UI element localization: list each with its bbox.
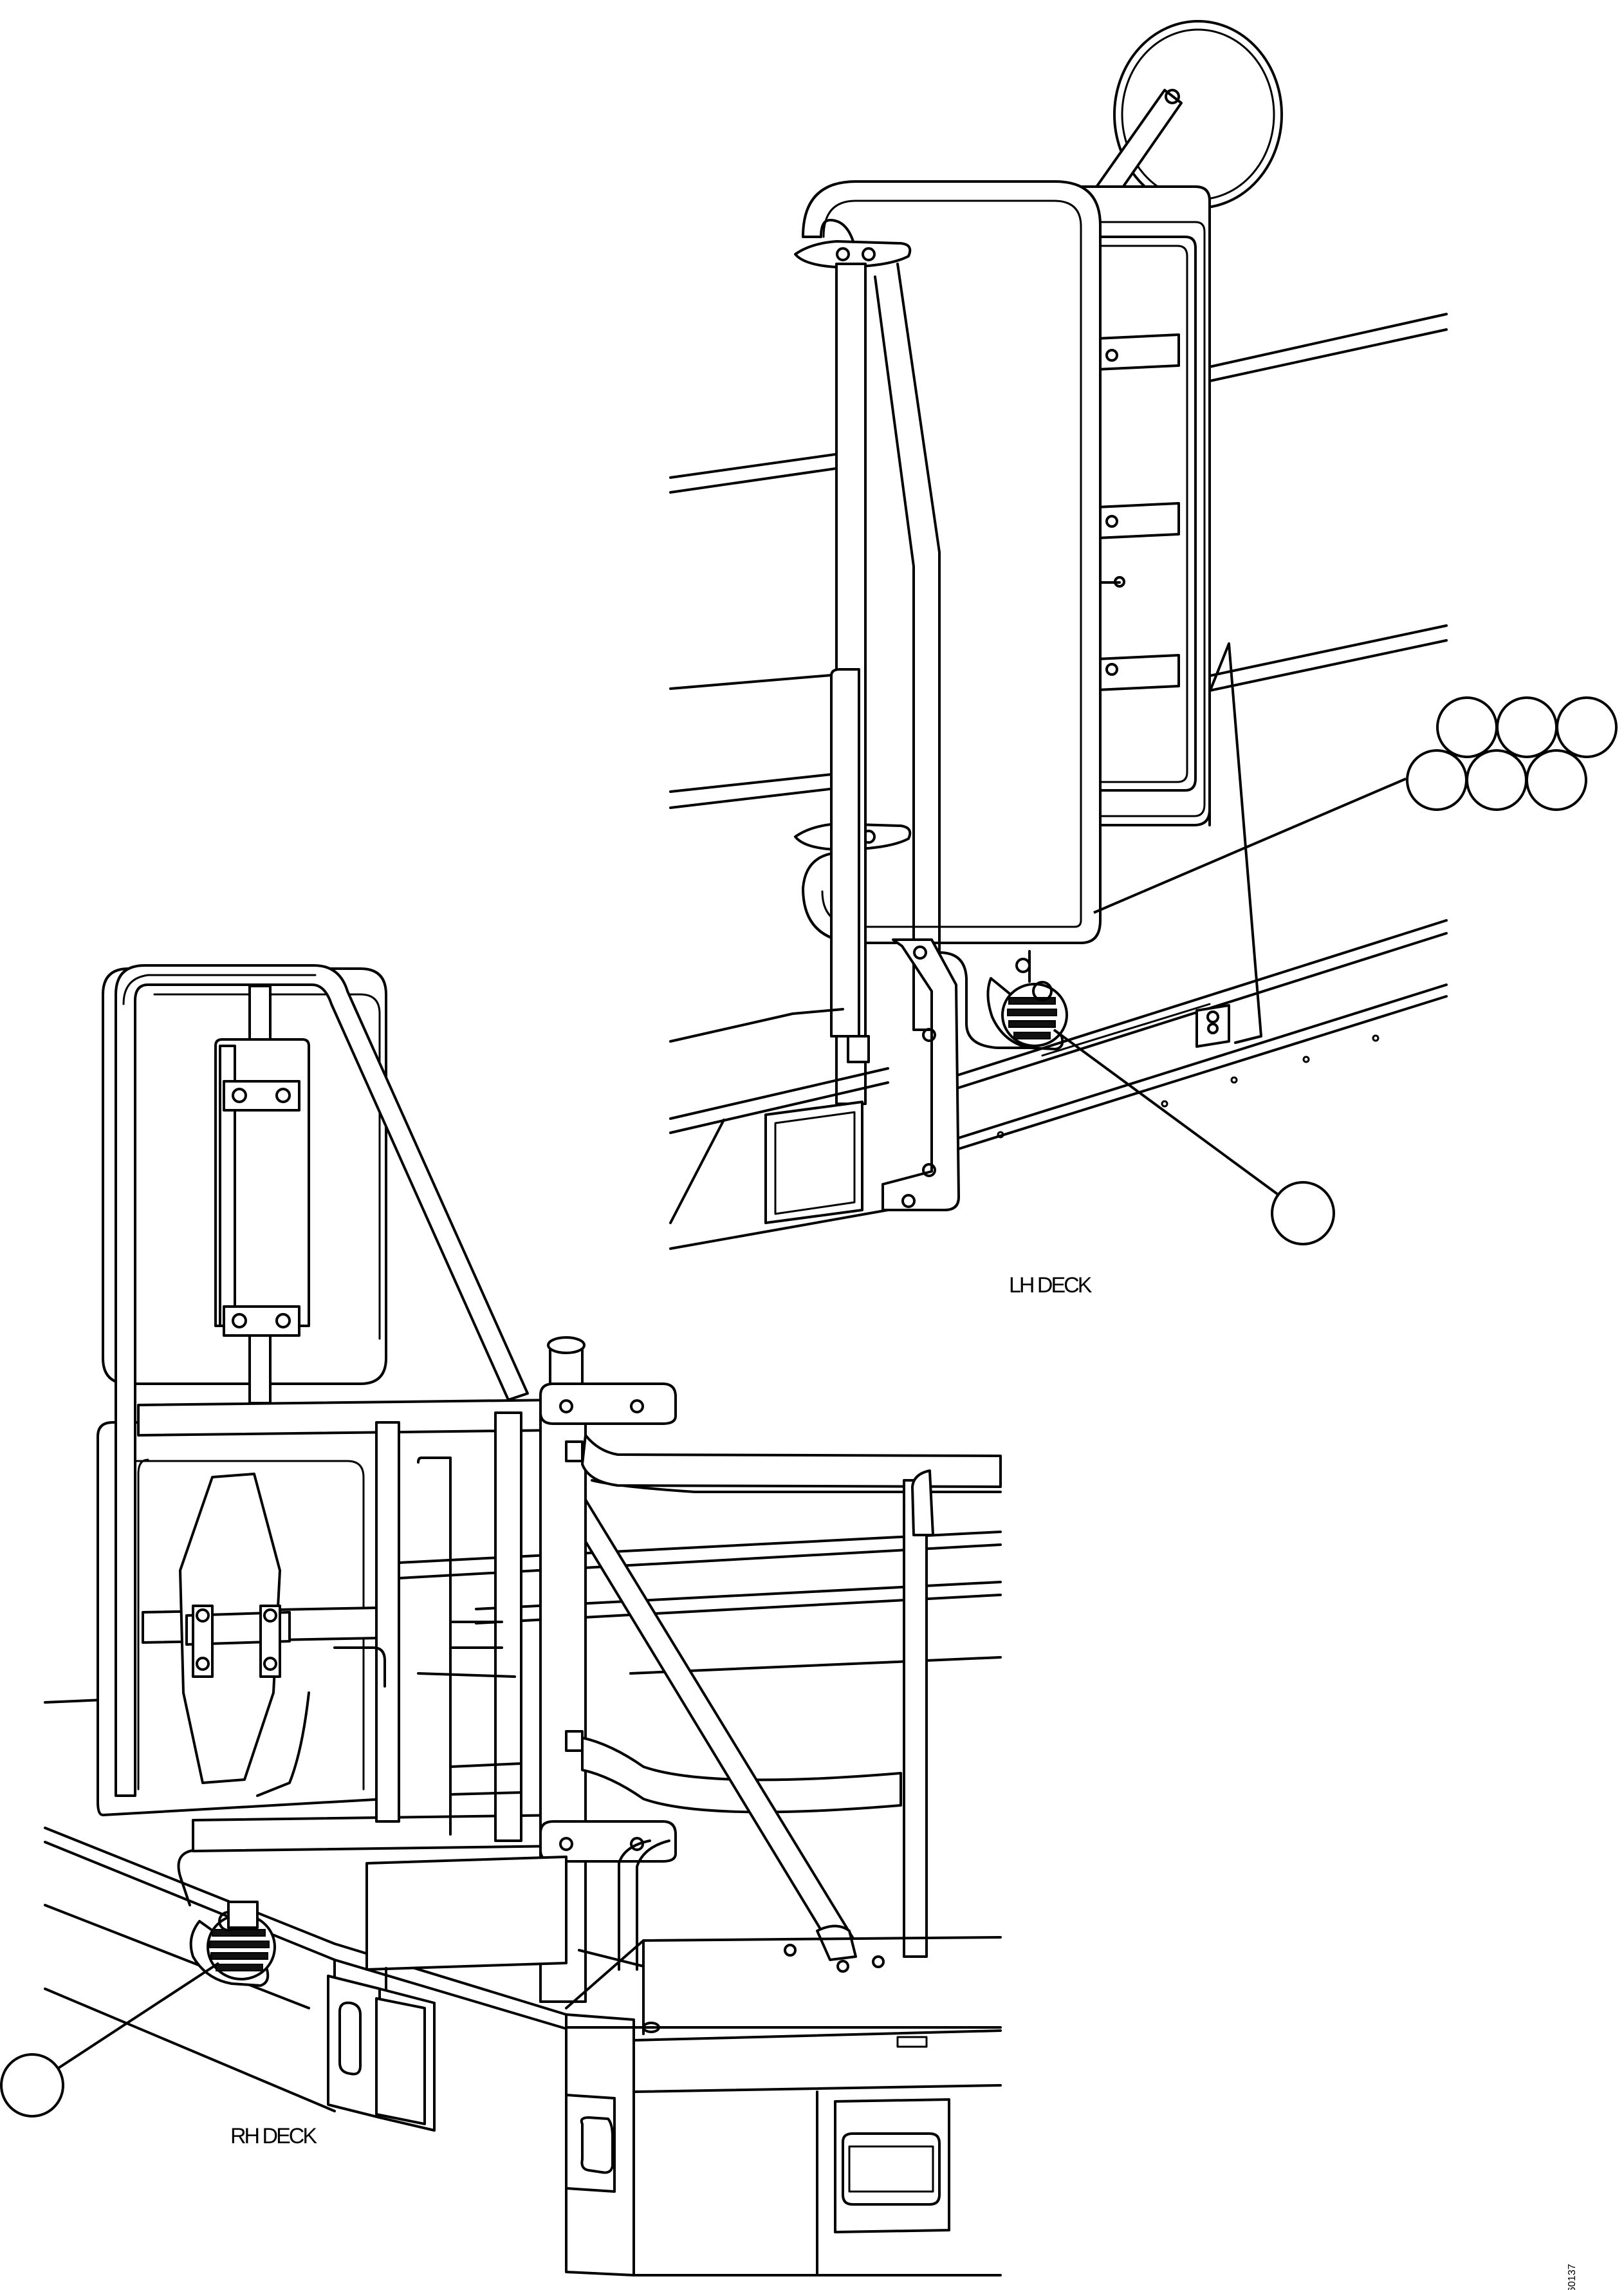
callout-balloon (1466, 749, 1527, 811)
rh-deck-label: RH DECK (230, 2124, 317, 2148)
rh-work-light-icon (177, 1849, 276, 1987)
rh-upper-bracket (214, 1038, 310, 1337)
lh-curved-handrail (794, 180, 1102, 944)
rh-front-rail (581, 1434, 1002, 1973)
lh-light-callout (1053, 1029, 1335, 1245)
callout-balloon (1496, 696, 1558, 758)
rh-deck-view: RH DECK (0, 964, 1002, 2276)
rh-light-callout (0, 1962, 220, 2118)
drawing-number: 60137 (1567, 2264, 1578, 2290)
lh-callout-group (1093, 696, 1618, 914)
lh-deck-structure (669, 642, 1448, 1250)
callout-balloon (1526, 749, 1587, 811)
rh-light-mount-plate (179, 1473, 386, 1797)
callout-balloon (1556, 696, 1618, 758)
rh-deck-body (44, 1827, 1002, 2276)
lh-deck-view: LH DECK (669, 20, 1618, 1298)
callout-balloon (1406, 749, 1468, 811)
rh-deck-box (327, 1975, 436, 2132)
lh-work-light-icon (986, 958, 1068, 1050)
rh-clamps (539, 1336, 677, 1863)
lh-light-bracket (881, 938, 1031, 1211)
lh-deck-label: LH DECK (1009, 1273, 1093, 1298)
callout-balloon (1436, 696, 1498, 758)
